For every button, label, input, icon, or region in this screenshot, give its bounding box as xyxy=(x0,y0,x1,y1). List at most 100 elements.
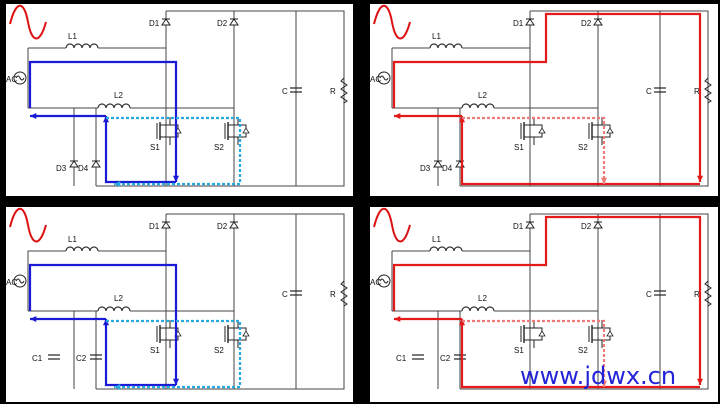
inductor-l2 xyxy=(97,103,131,109)
capacitor-c2 xyxy=(90,354,102,360)
resistor-r-label: R xyxy=(330,290,336,299)
current-path-return-arrowhead xyxy=(458,116,466,123)
watermark-text: www.jdwx.cn xyxy=(520,362,677,390)
capacitor-c1-label: C1 xyxy=(396,354,407,363)
diode-d1-label: D1 xyxy=(149,222,160,231)
current-path-left-arrowhead xyxy=(30,112,37,120)
diode-d1-label: D1 xyxy=(513,19,524,28)
capacitor-c2-label: C2 xyxy=(440,354,451,363)
resistor-r-label: R xyxy=(694,87,700,96)
switch-s2-label: S2 xyxy=(214,143,224,152)
capacitor-c xyxy=(290,290,302,296)
switch-s2 xyxy=(588,117,614,145)
current-path-dashed-arrowhead xyxy=(114,383,121,391)
diode-d4-label: D4 xyxy=(78,164,89,173)
inductor-l1-label: L1 xyxy=(432,235,441,244)
resistor-r xyxy=(704,280,712,307)
capacitor-c2 xyxy=(454,354,466,360)
current-path-dashed xyxy=(462,116,606,184)
switch-s1 xyxy=(156,320,182,348)
switch-s1 xyxy=(520,320,546,348)
ac-label: AC xyxy=(370,75,381,84)
resistor-r-label: R xyxy=(694,290,700,299)
current-path-main xyxy=(392,12,702,182)
sine-wave-icon xyxy=(373,4,411,40)
switch-s2-label: S2 xyxy=(214,346,224,355)
current-path-return xyxy=(460,116,700,186)
inductor-l2 xyxy=(461,306,495,312)
current-path-dashed xyxy=(462,319,606,387)
inductor-l2-label: L2 xyxy=(478,91,487,100)
inductor-l2-label: L2 xyxy=(478,294,487,303)
diode-d2-label: D2 xyxy=(217,222,228,231)
diode-d1 xyxy=(161,221,171,229)
diode-d2-label: D2 xyxy=(581,222,592,231)
switch-s2-label: S2 xyxy=(578,143,588,152)
capacitor-c xyxy=(290,87,302,93)
current-path-main xyxy=(28,60,178,182)
diode-d3 xyxy=(69,160,79,168)
switch-s1-label: S1 xyxy=(150,346,160,355)
diode-d2 xyxy=(229,18,239,26)
diode-d1 xyxy=(525,221,535,229)
diode-d2 xyxy=(593,221,603,229)
ac-source-icon xyxy=(13,71,27,85)
inductor-l2 xyxy=(97,306,131,312)
ac-source-icon xyxy=(377,274,391,288)
inductor-l1 xyxy=(65,43,99,49)
diode-d2-label: D2 xyxy=(581,19,592,28)
switch-s2 xyxy=(224,320,250,348)
ac-label: AC xyxy=(6,278,17,287)
current-path-left-arrowhead xyxy=(394,112,401,120)
capacitor-c-label: C xyxy=(646,290,652,299)
outer-rail xyxy=(96,10,345,187)
inductor-l1 xyxy=(65,246,99,252)
current-path-main-arrowhead xyxy=(172,378,180,385)
sine-wave-icon xyxy=(9,4,47,40)
diode-d4-label: D4 xyxy=(442,164,453,173)
switch-s1-label: S1 xyxy=(150,143,160,152)
sine-wave-icon xyxy=(9,207,47,243)
current-path-left-arrowhead xyxy=(30,315,37,323)
current-path-return xyxy=(460,319,700,389)
diode-d1-label: D1 xyxy=(513,222,524,231)
outer-rail xyxy=(96,213,345,390)
current-path-return xyxy=(104,319,176,387)
capacitor-c-label: C xyxy=(282,290,288,299)
switch-s1 xyxy=(520,117,546,145)
diode-d3 xyxy=(433,160,443,168)
diode-d2-label: D2 xyxy=(217,19,228,28)
current-path-return-arrowhead xyxy=(102,319,110,326)
diode-d2 xyxy=(593,18,603,26)
switch-s2-label: S2 xyxy=(578,346,588,355)
current-path-main-arrowhead xyxy=(696,175,704,182)
switch-s1-label: S1 xyxy=(514,346,524,355)
resistor-r-label: R xyxy=(330,87,336,96)
current-path-dashed xyxy=(106,319,242,389)
current-path-dashed-arrowhead xyxy=(114,180,121,188)
capacitor-c1 xyxy=(48,354,60,360)
current-path-return-arrowhead xyxy=(458,319,466,326)
switch-s1 xyxy=(156,117,182,145)
capacitor-c1-label: C1 xyxy=(32,354,43,363)
diode-d4 xyxy=(91,160,101,168)
inductor-l1-label: L1 xyxy=(432,32,441,41)
inductor-l1-label: L1 xyxy=(68,235,77,244)
capacitor-c-label: C xyxy=(646,87,652,96)
resistor-r xyxy=(704,77,712,104)
inductor-l1-label: L1 xyxy=(68,32,77,41)
current-path-main-arrowhead xyxy=(172,175,180,182)
diode-d1 xyxy=(161,18,171,26)
switch-s1-label: S1 xyxy=(514,143,524,152)
capacitor-c xyxy=(654,290,666,296)
current-path-dashed-arrowhead xyxy=(600,380,608,387)
diode-d1-label: D1 xyxy=(149,19,160,28)
current-path-main xyxy=(28,263,178,385)
outer-rail xyxy=(460,10,709,187)
inductor-l1 xyxy=(429,246,463,252)
inductor-l1 xyxy=(429,43,463,49)
current-path-main-arrowhead xyxy=(696,378,704,385)
